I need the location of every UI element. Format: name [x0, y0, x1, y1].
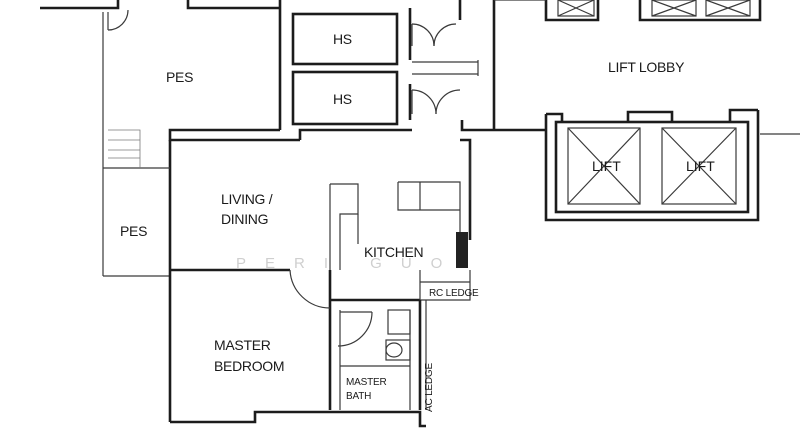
- living-dining-label-line2: DINING: [221, 211, 268, 227]
- pes-top-label: PES: [166, 69, 193, 85]
- room-labels: PES PES HS HS LIFT LOBBY LIFT LIFT LIVIN…: [120, 31, 715, 412]
- hs-1-label: HS: [333, 31, 352, 47]
- ac-ledge-label: AC LEDGE: [424, 362, 435, 412]
- lift-lobby-label: LIFT LOBBY: [608, 59, 685, 75]
- walls: [40, 0, 546, 428]
- master-bath-label-line1: MASTER: [346, 377, 386, 388]
- lift-2-label: LIFT: [686, 158, 715, 174]
- watermark: PERI GUO: [236, 255, 461, 272]
- lift-block: [494, 0, 800, 222]
- kitchen-label: KITCHEN: [364, 244, 423, 260]
- rc-ledge-label: RC LEDGE: [429, 288, 479, 299]
- living-dining-label-line1: LIVING /: [221, 191, 273, 207]
- master-bedroom-label-line1: MASTER: [214, 337, 271, 353]
- doors: [107, 9, 471, 347]
- hs-2-label: HS: [333, 91, 352, 107]
- pes-bottom-label: PES: [120, 223, 147, 239]
- master-bedroom-label-line2: BEDROOM: [214, 358, 284, 374]
- lift-1-label: LIFT: [592, 158, 621, 174]
- master-bath-label-line2: BATH: [346, 391, 371, 402]
